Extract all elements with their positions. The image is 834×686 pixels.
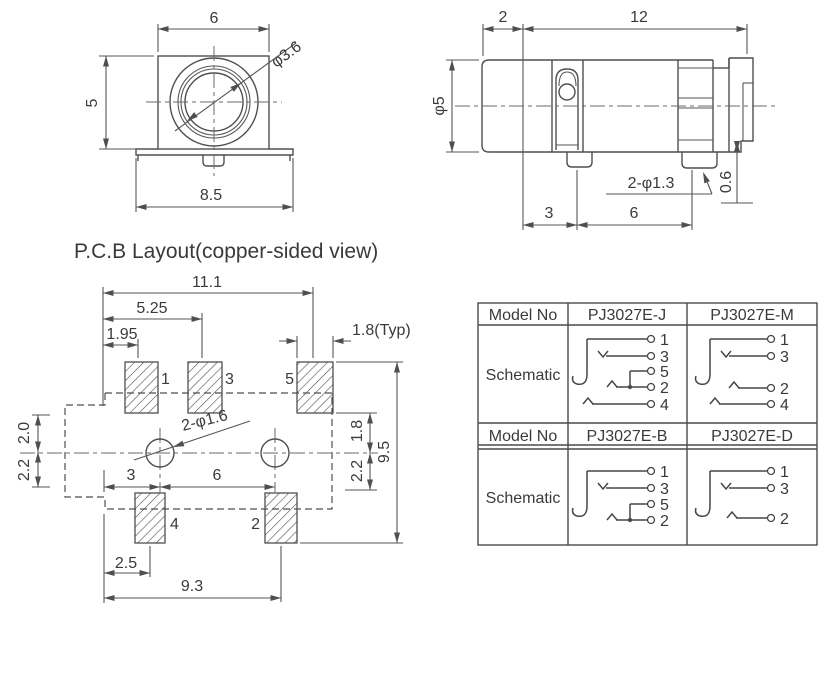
dim-pcb-overall: 11.1: [192, 274, 222, 291]
terminal-label: 1: [660, 332, 669, 349]
terminal-label: 3: [660, 349, 669, 366]
side-end-cap: [728, 57, 754, 153]
terminal-label: 3: [780, 481, 789, 498]
dim-pcb-left-lower: 2.2: [16, 459, 33, 481]
side-pin-2: [681, 152, 718, 169]
terminal-label: 2: [780, 511, 789, 528]
terminal-label: 2: [780, 381, 789, 398]
dim-pcb-hole1-x: 3: [127, 467, 136, 484]
dim-side-pin-pitch: 6: [630, 205, 639, 222]
schematic-pj3027e-b: 1 3 5 2: [571, 464, 669, 530]
side-view: 2 12 φ5 2-φ1.3 0.6 3 6: [431, 9, 775, 230]
front-view: 6 5 φ3.6 8.5: [84, 10, 305, 212]
dim-front-hole-dia: φ3.6: [268, 38, 304, 71]
terminal-label: 3: [780, 349, 789, 366]
pcb-hole-1: [145, 438, 175, 468]
schematic-pj3027e-j: 1 3 5 2 4: [571, 332, 669, 414]
dim-side-length: 12: [630, 9, 648, 26]
model-table: Model No PJ3027E-J PJ3027E-M Schematic M…: [477, 302, 818, 546]
pcb-pad-label-2: 2: [251, 516, 260, 533]
dim-side-step: 0.6: [718, 171, 735, 193]
terminal-label: 2: [660, 513, 669, 530]
terminal-label: 4: [780, 397, 789, 414]
terminal-label: 3: [660, 481, 669, 498]
terminal-label: 5: [660, 364, 669, 381]
dim-pcb-height: 9.5: [376, 441, 393, 463]
table-header-model-no-2: Model No: [489, 428, 558, 445]
schematic-pj3027e-m: 1 3 2 4: [694, 332, 789, 414]
terminal-label: 2: [660, 380, 669, 397]
table-schematic-label-2: Schematic: [486, 490, 561, 507]
pcb-body-outline-dashed: [64, 392, 333, 510]
dim-front-width-top: 6: [210, 10, 219, 27]
pcb-pad-2: [264, 492, 298, 544]
side-spring-contact: [555, 68, 579, 150]
dim-pcb-hole-pitch: 6: [213, 467, 222, 484]
pcb-layout-title: P.C.B Layout(copper-sided view): [74, 240, 378, 263]
pcb-pad-5: [296, 361, 334, 414]
terminal-label: 1: [780, 332, 789, 349]
table-model-name-b: PJ3027E-B: [587, 428, 668, 445]
table-schematic-label-1: Schematic: [486, 367, 561, 384]
pcb-pad-1: [124, 361, 159, 414]
pcb-pad-label-5: 5: [285, 371, 294, 388]
dim-side-offset: 2: [499, 9, 508, 26]
terminal-label: 5: [660, 497, 669, 514]
dim-pcb-right-upper: 1.8: [349, 420, 366, 442]
dim-pcb-pad1-x: 1.95: [106, 326, 137, 343]
dim-side-body-dia: φ5: [431, 96, 448, 115]
terminal-label: 4: [660, 397, 669, 414]
pcb-pad-label-4: 4: [170, 516, 179, 533]
schematic-pj3027e-d: 1 3 2: [694, 464, 789, 528]
dim-front-width-bottom: 8.5: [200, 187, 222, 204]
dim-pcb-pad2-x: 9.3: [181, 578, 203, 595]
dim-pcb-pad3-x: 5.25: [136, 300, 167, 317]
table-model-name-d: PJ3027E-D: [711, 428, 793, 445]
side-pin-1: [566, 152, 593, 168]
table-header-model-no-1: Model No: [489, 307, 558, 324]
pcb-pad-label-3: 3: [225, 371, 234, 388]
table-border: [477, 302, 818, 546]
dim-front-height: 5: [84, 98, 101, 107]
dim-pcb-right-lower: 2.2: [349, 460, 366, 482]
table-model-name-m: PJ3027E-M: [710, 307, 794, 324]
dim-side-pins: 2-φ1.3: [628, 175, 675, 192]
terminal-label: 1: [660, 464, 669, 481]
pcb-pad-label-1: 1: [161, 371, 170, 388]
side-nut-section: [677, 58, 730, 153]
pcb-pad-4: [134, 492, 166, 544]
dim-pcb-pad4-x: 2.5: [115, 555, 137, 572]
pcb-pad-3: [187, 361, 223, 414]
dim-pcb-pad-typ: 1.8(Typ): [352, 322, 411, 339]
terminal-label: 1: [780, 464, 789, 481]
dim-pcb-left-upper: 2.0: [16, 422, 33, 444]
table-model-name-j: PJ3027E-J: [588, 307, 666, 324]
pcb-hole-2: [260, 438, 290, 468]
dim-side-pin1-offset: 3: [545, 205, 554, 222]
pcb-layout: P.C.B Layout(copper-sided view) 1 3 5 4 …: [16, 240, 411, 603]
